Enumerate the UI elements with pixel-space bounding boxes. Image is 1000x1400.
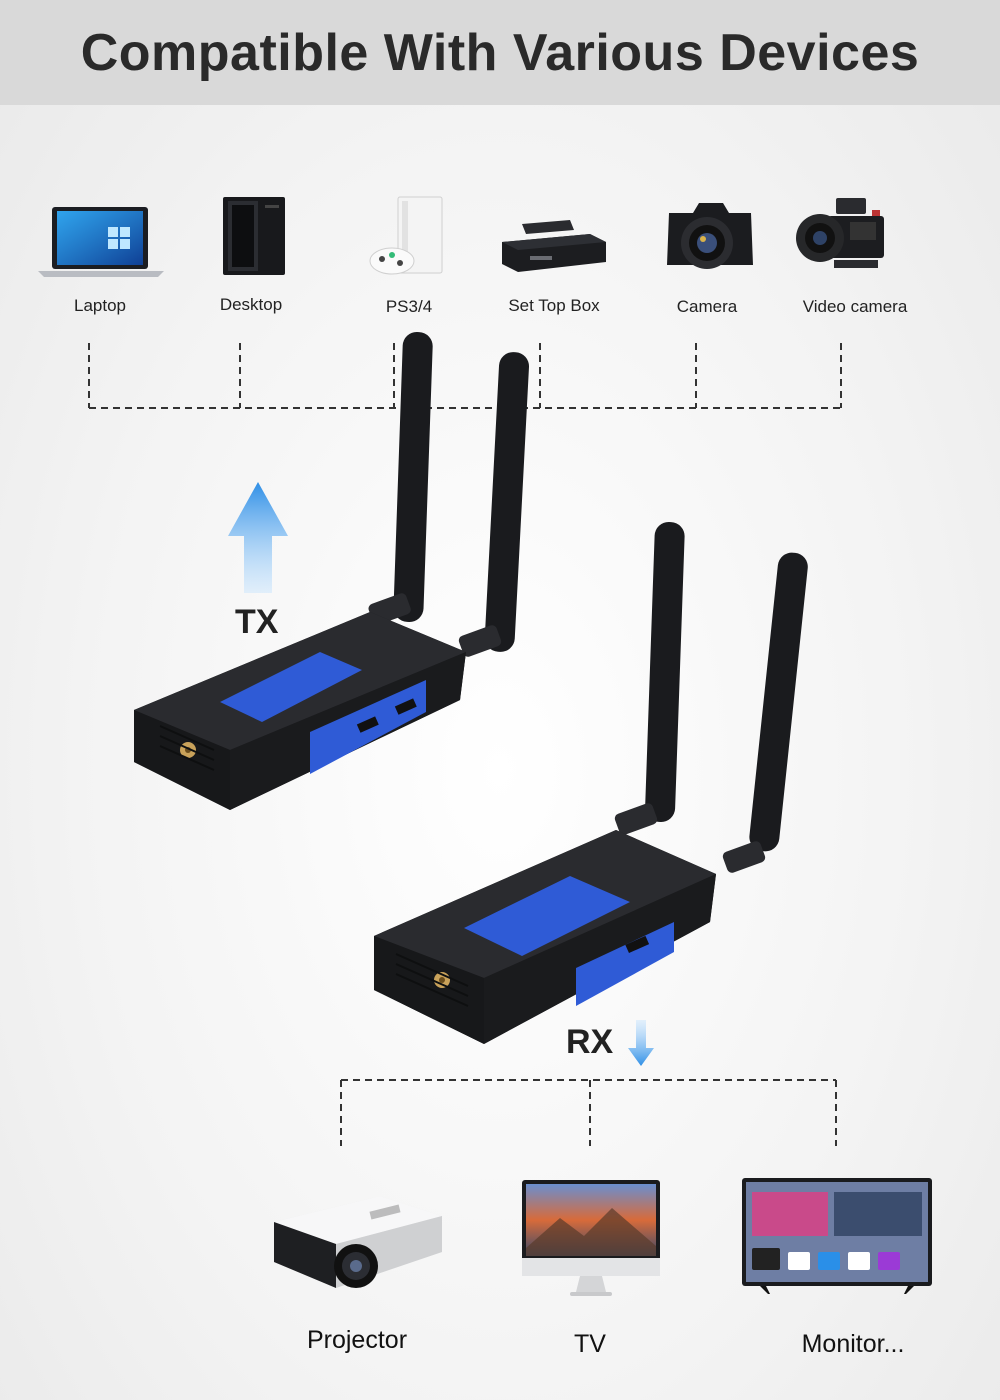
rx-antenna-left xyxy=(614,522,685,835)
source-label-desktop: Desktop xyxy=(219,295,283,314)
projector-icon xyxy=(274,1196,442,1288)
rx-arrow-down-icon xyxy=(628,1020,654,1066)
rx-antenna-right xyxy=(722,552,808,873)
desktop-icon xyxy=(223,197,285,275)
tx-antenna-right xyxy=(458,352,530,657)
source-label-set-top-box: Set Top Box xyxy=(508,296,600,315)
output-label-monitor: Monitor... xyxy=(801,1330,905,1358)
output-label-tv: TV xyxy=(574,1330,606,1358)
game-console-icon xyxy=(369,196,443,275)
set-top-box-icon xyxy=(502,220,606,272)
tx-arrow-up-icon xyxy=(228,482,288,593)
source-label-video-camera: Video camera xyxy=(802,297,908,316)
page-title: Compatible With Various Devices xyxy=(80,23,920,82)
transmitter-device xyxy=(134,332,530,810)
output-label-projector: Projector xyxy=(306,1326,408,1354)
rx-label: RX xyxy=(566,1023,614,1061)
tv-icon xyxy=(522,1180,660,1296)
monitor-icon xyxy=(742,1178,932,1294)
tx-label: TX xyxy=(235,603,279,641)
source-label-camera: Camera xyxy=(676,297,738,316)
receiver-device xyxy=(374,522,808,1044)
camera-icon xyxy=(667,203,753,269)
laptop-icon xyxy=(38,207,164,277)
source-label-ps34: PS3/4 xyxy=(385,297,433,316)
source-label-laptop: Laptop xyxy=(74,296,126,315)
header-banner: Compatible With Various Devices xyxy=(0,0,1000,105)
video-camera-icon xyxy=(796,198,884,268)
